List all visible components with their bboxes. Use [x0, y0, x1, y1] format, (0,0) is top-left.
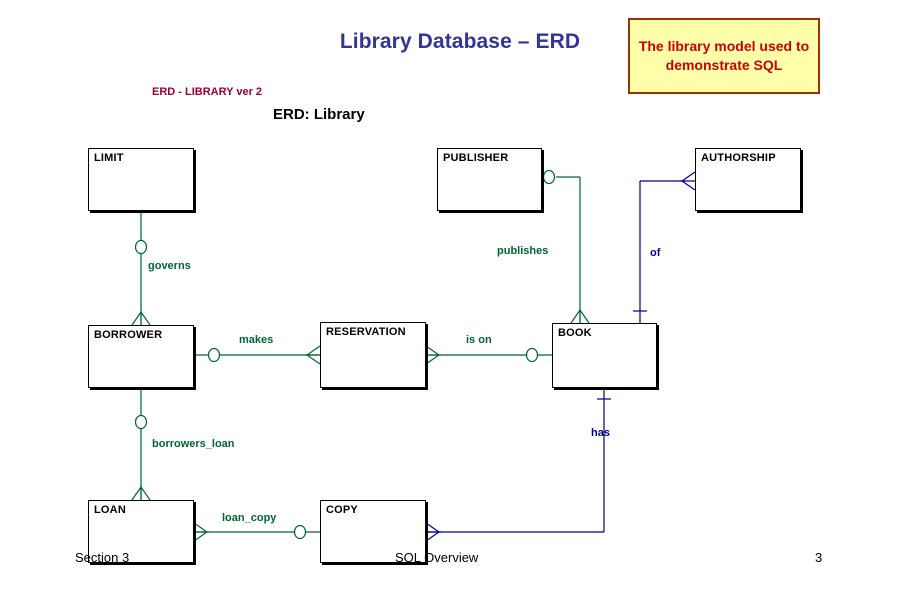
relationship-label-is-on: is on — [466, 334, 492, 346]
relationship-label-borrowers_loan: borrowers_loan — [152, 438, 235, 450]
optional-cardinality-marker — [293, 524, 307, 540]
relationship-label-loan_copy: loan_copy — [222, 512, 277, 524]
entity-label: BORROWER — [94, 329, 163, 341]
entity-book[interactable]: BOOK — [552, 323, 657, 388]
relationship-label-makes: makes — [239, 334, 274, 346]
erd-subtitle-label: ERD: Library — [273, 106, 365, 123]
entity-label: COPY — [326, 504, 358, 516]
erd-connector-layer — [131, 169, 696, 542]
crows-foot-marker — [570, 308, 590, 324]
entity-label: RESERVATION — [326, 326, 406, 338]
entity-label: PUBLISHER — [443, 152, 509, 164]
entity-publisher[interactable]: PUBLISHER — [437, 148, 542, 211]
entity-label: AUTHORSHIP — [701, 152, 776, 164]
footer-section: Section 3 — [75, 550, 130, 565]
entity-limit[interactable]: LIMIT — [88, 148, 194, 211]
entity-loan[interactable]: LOAN — [88, 500, 194, 563]
crows-foot-marker — [193, 522, 209, 542]
crows-foot-marker — [425, 522, 441, 542]
optional-cardinality-marker — [542, 169, 556, 185]
entity-copy[interactable]: COPY — [320, 500, 426, 563]
relationship-label-has: has — [591, 427, 610, 439]
entity-label: LOAN — [94, 504, 126, 516]
callout-box: The library model used to demonstrate SQ… — [628, 18, 820, 94]
optional-cardinality-marker — [525, 347, 539, 363]
entity-label: LIMIT — [94, 152, 124, 164]
page-title: Library Database – ERD — [339, 30, 581, 53]
relationship-label-of: of — [650, 247, 661, 259]
entity-borrower[interactable]: BORROWER — [88, 325, 194, 388]
relationship-label-publishes: publishes — [497, 245, 549, 257]
erd-version-label: ERD - LIBRARY ver 2 — [152, 86, 263, 98]
footer-subject: SQL Overview — [395, 550, 479, 565]
optional-cardinality-marker — [207, 347, 221, 363]
crows-foot-marker — [131, 310, 151, 326]
callout-text: The library model used to demonstrate SQ… — [638, 38, 810, 73]
entity-reservation[interactable]: RESERVATION — [320, 322, 426, 388]
optional-cardinality-marker — [134, 239, 148, 255]
crows-foot-marker — [425, 345, 441, 365]
crows-foot-marker — [131, 485, 151, 501]
relationship-label-governs: governs — [148, 260, 191, 272]
optional-cardinality-marker — [134, 414, 148, 430]
crows-foot-marker — [680, 171, 696, 191]
entity-label: BOOK — [558, 327, 592, 339]
crows-foot-marker — [305, 345, 321, 365]
footer-page-number: 3 — [815, 550, 823, 565]
entity-authorship[interactable]: AUTHORSHIP — [695, 148, 801, 211]
